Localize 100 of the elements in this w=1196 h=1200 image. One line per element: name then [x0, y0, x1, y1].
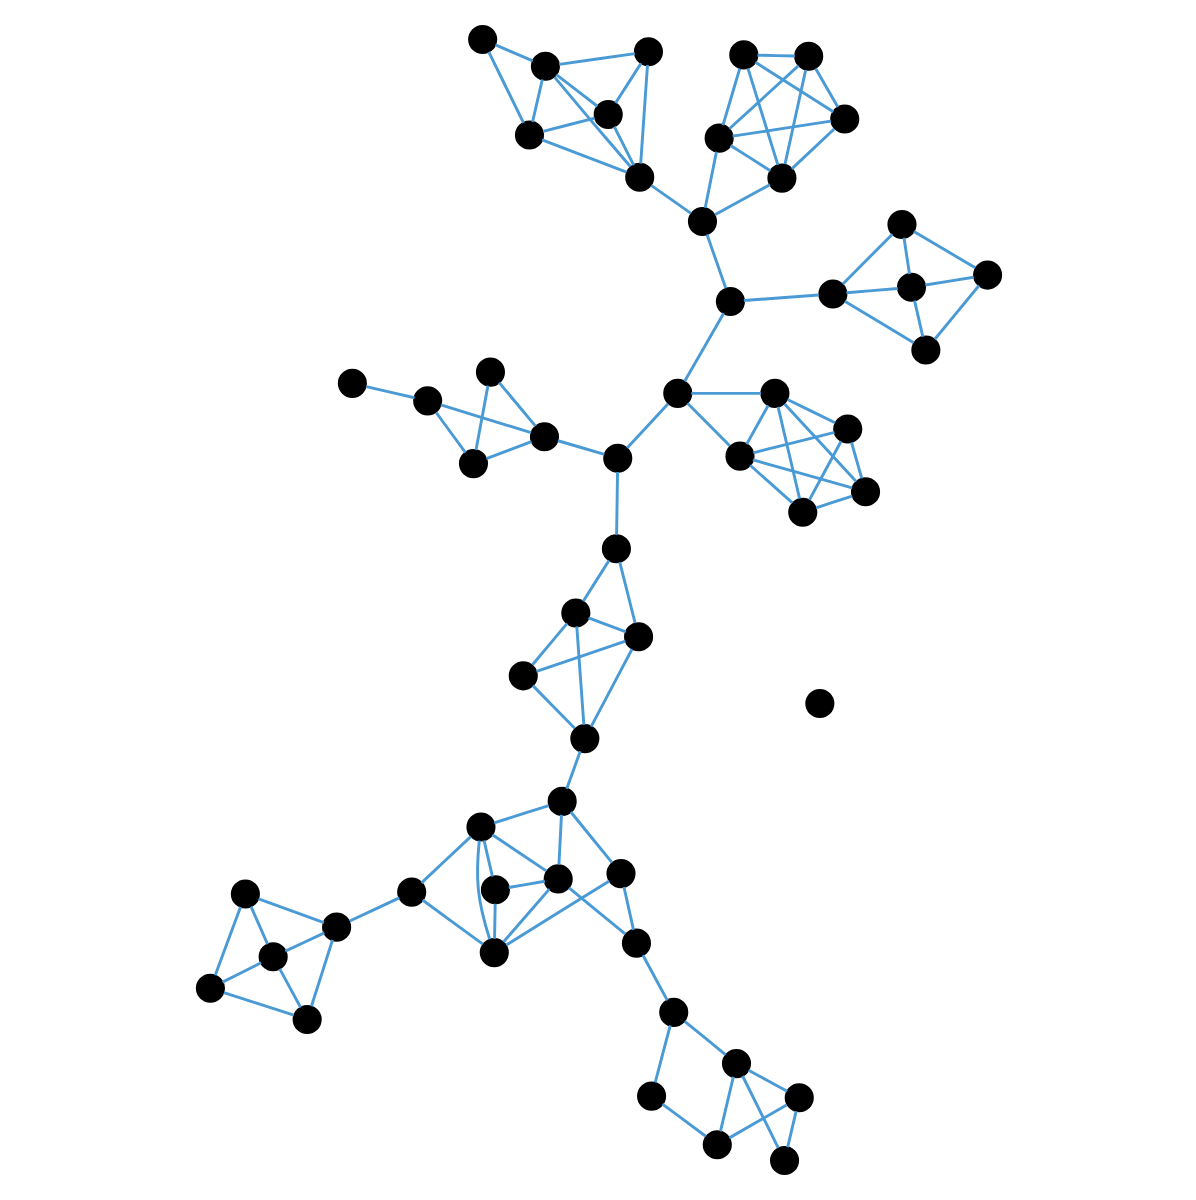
connector: [742, 293, 818, 302]
connector: [530, 622, 568, 666]
node-circle: [542, 864, 572, 894]
node-circle: [636, 1081, 666, 1111]
connector: [751, 430, 834, 455]
connector: [625, 403, 668, 450]
node-circle: [817, 279, 847, 309]
node-circle: [972, 260, 1002, 290]
node-circle: [662, 378, 692, 408]
connector: [588, 648, 633, 728]
connector: [617, 561, 636, 624]
connector: [727, 1103, 787, 1140]
node-circle: [701, 1130, 731, 1160]
node-circle: [759, 378, 789, 408]
connector: [611, 125, 634, 166]
node-circle: [457, 449, 488, 479]
node-circle: [194, 973, 224, 1003]
connector: [720, 68, 741, 126]
connector: [212, 906, 241, 976]
connector: [782, 402, 857, 483]
node-circle: [720, 1049, 751, 1079]
connector: [813, 67, 839, 108]
node-circle: [910, 335, 940, 365]
connector: [727, 64, 799, 130]
node-circle: [569, 724, 599, 754]
connector: [702, 151, 717, 209]
node-circle: [321, 912, 351, 942]
node-circle: [229, 879, 259, 909]
connector: [912, 300, 924, 338]
connector: [785, 398, 835, 425]
connector: [932, 284, 980, 341]
connector: [574, 626, 585, 725]
node-circle: [793, 41, 823, 71]
connector: [638, 65, 648, 164]
node-circle: [769, 1145, 799, 1176]
node-circle: [832, 414, 862, 444]
connector: [567, 886, 626, 936]
node-circle: [724, 441, 754, 471]
connector: [420, 898, 483, 946]
node-circle: [895, 272, 926, 302]
node-circle: [620, 928, 650, 958]
connector: [901, 237, 910, 275]
connector: [309, 939, 333, 1007]
node-circle: [632, 37, 662, 67]
connector: [751, 458, 852, 490]
connector: [845, 287, 897, 295]
node-circle: [478, 938, 508, 968]
connector: [556, 439, 604, 456]
connector: [540, 138, 627, 174]
connector: [840, 233, 893, 285]
connector: [493, 43, 533, 63]
connector: [756, 53, 794, 58]
connector: [530, 684, 575, 730]
node-circle: [624, 162, 654, 192]
node-circle: [686, 206, 717, 237]
connector: [690, 391, 760, 395]
connector: [348, 896, 399, 923]
connector: [744, 404, 769, 445]
connector: [419, 835, 471, 884]
connector: [556, 814, 562, 865]
node-circle: [600, 534, 630, 564]
connector: [652, 1025, 671, 1083]
connector: [685, 402, 730, 447]
node-circle: [886, 209, 916, 240]
connector: [713, 183, 770, 217]
connector: [924, 275, 973, 287]
connector: [849, 441, 863, 479]
connector: [501, 888, 550, 943]
connector: [613, 62, 642, 104]
connector: [789, 127, 835, 170]
connector: [581, 559, 610, 602]
connector: [649, 184, 691, 215]
connector: [486, 51, 524, 124]
connector: [640, 954, 668, 1002]
node-circle: [658, 997, 688, 1027]
node-circle: [412, 386, 442, 416]
connector: [621, 886, 634, 931]
connector: [745, 67, 779, 166]
connector: [490, 833, 547, 873]
node-circle: [513, 120, 544, 150]
connector: [220, 961, 261, 984]
node-circle: [291, 1004, 321, 1035]
node-circle: [804, 688, 834, 718]
node-circle: [602, 443, 632, 473]
connector: [718, 1076, 734, 1132]
connector: [807, 440, 842, 501]
node-circle: [529, 51, 559, 81]
node-circle: [623, 622, 653, 652]
connector: [484, 440, 531, 461]
connector: [277, 968, 301, 1009]
connector: [492, 903, 496, 939]
connector: [558, 52, 635, 66]
connector: [814, 494, 852, 510]
connector: [492, 804, 549, 825]
connector: [248, 906, 268, 945]
connector: [497, 381, 536, 428]
node-circle: [849, 477, 880, 507]
connector: [785, 1110, 797, 1148]
connector: [504, 879, 610, 947]
node-circle: [592, 99, 622, 130]
